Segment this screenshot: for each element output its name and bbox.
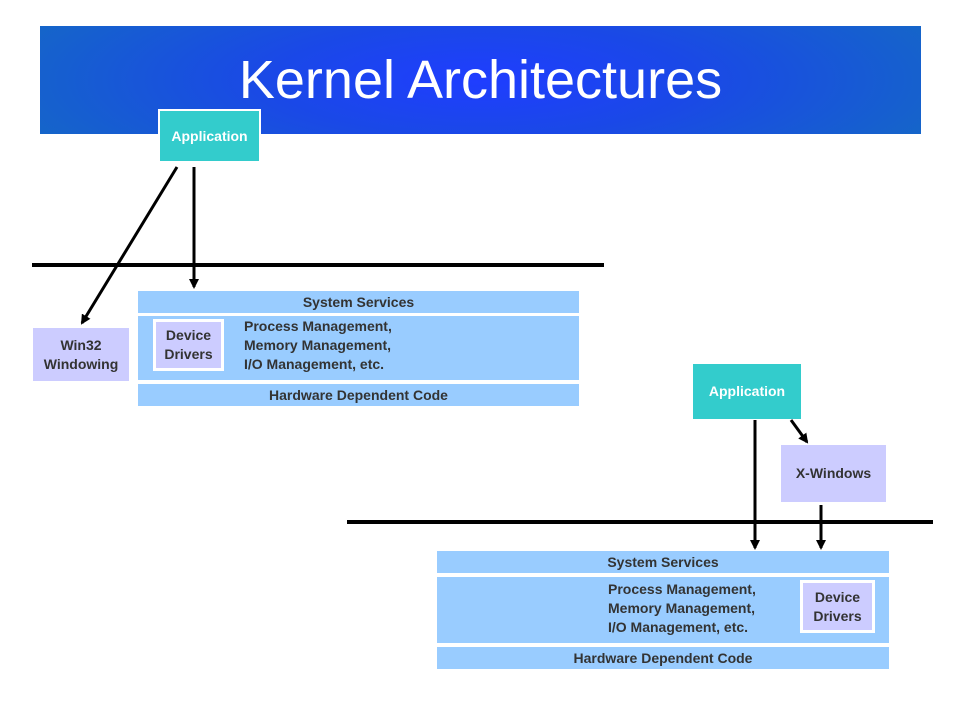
device-drivers-box-top: Device Drivers: [153, 319, 224, 371]
system-services-label-top: System Services: [302, 293, 415, 310]
hardware-code-bar-bottom: Hardware Dependent Code: [437, 647, 889, 669]
device-drivers-line2-top: Drivers: [164, 346, 213, 362]
process-line3-bottom: I/O Management, etc.: [608, 619, 749, 635]
win32-windowing-box: Win32 Windowing: [33, 328, 129, 381]
hardware-code-bar-top: Hardware Dependent Code: [138, 384, 579, 406]
system-services-bar-top: System Services: [138, 291, 579, 313]
application-label-bottom: Application: [708, 383, 786, 399]
device-drivers-line1-top: Device: [165, 327, 212, 343]
application-box-top: Application: [158, 109, 261, 163]
arrow-app-to-win32: [80, 166, 179, 325]
process-line1-top: Process Management,: [244, 318, 392, 334]
process-management-text-top: Process Management, Memory Management, I…: [244, 317, 392, 374]
process-line1-bottom: Process Management,: [608, 581, 756, 597]
xwindows-label: X-Windows: [795, 465, 872, 481]
application-label-top: Application: [171, 127, 248, 144]
process-management-text-bottom: Process Management, Memory Management, I…: [608, 580, 756, 637]
xwindows-box: X-Windows: [781, 445, 886, 502]
slide-title: Kernel Architectures: [238, 50, 723, 110]
device-drivers-box-bottom: Device Drivers: [800, 580, 875, 633]
win32-label-line1: Win32: [60, 336, 102, 353]
device-drivers-line1-bottom: Device: [814, 588, 861, 605]
system-services-label-bottom: System Services: [607, 553, 719, 570]
application-box-bottom: Application: [693, 364, 801, 419]
process-line2-bottom: Memory Management,: [608, 600, 756, 616]
win32-label-line2: Windowing: [43, 355, 119, 372]
hardware-code-label-top: Hardware Dependent Code: [269, 386, 448, 403]
system-services-bar-bottom: System Services: [437, 551, 889, 573]
arrow-app2-to-xwindows: [789, 419, 809, 444]
hardware-code-label-bottom: Hardware Dependent Code: [573, 649, 753, 666]
process-line2-top: Memory Management,: [244, 337, 392, 353]
process-line3-top: I/O Management, etc.: [244, 356, 385, 372]
device-drivers-line2-bottom: Drivers: [813, 607, 862, 624]
